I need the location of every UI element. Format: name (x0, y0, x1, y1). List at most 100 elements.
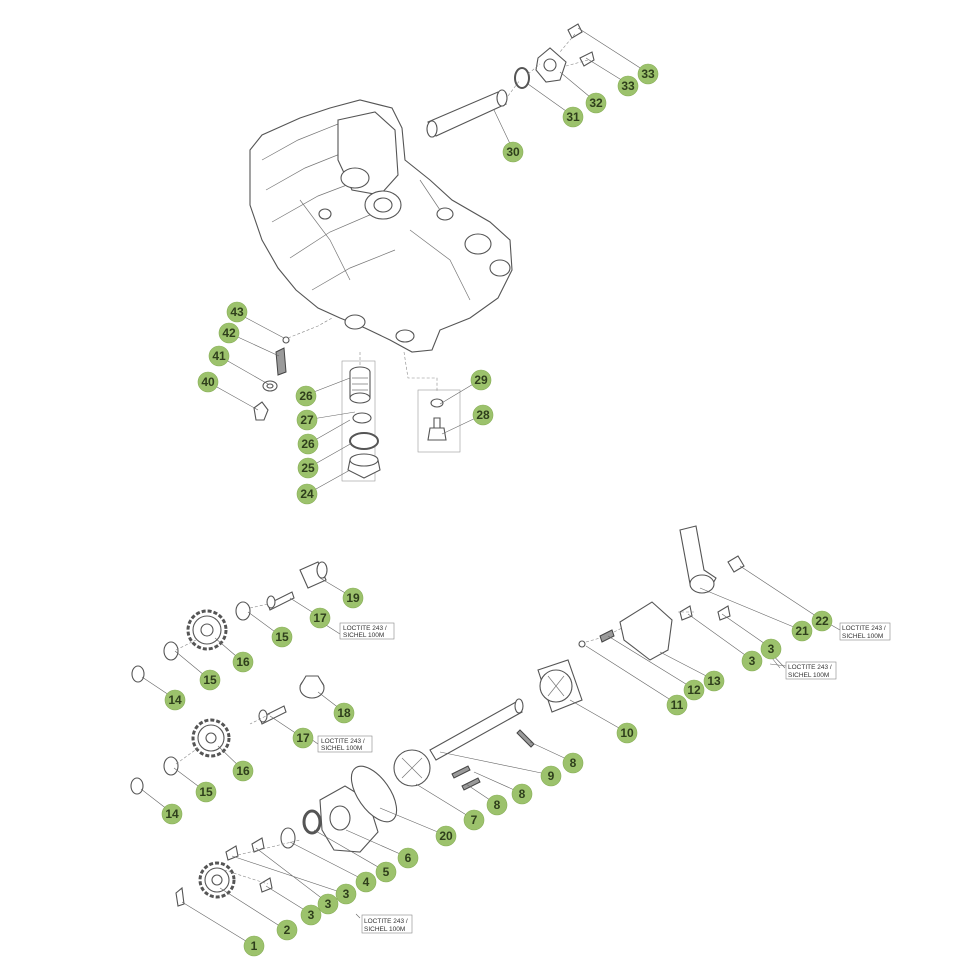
svg-text:40: 40 (201, 375, 215, 389)
svg-text:25: 25 (301, 461, 315, 475)
callout-badge: 42 (218, 322, 240, 344)
callout-badge: 17 (292, 727, 314, 749)
callout-badge: 40 (197, 371, 219, 393)
callout-badge: 2 (276, 919, 298, 941)
pump-cover-group (223, 785, 379, 893)
note-loctite-2: LOCTITE 243 / SICHEL 100M (317, 735, 373, 753)
svg-text:2: 2 (284, 923, 291, 937)
svg-text:7: 7 (471, 813, 478, 827)
callout-badge: 8 (562, 752, 584, 774)
sprocket-upper (186, 609, 228, 651)
drain-fitting (403, 351, 461, 453)
sprocket-middle (191, 718, 231, 758)
note-loctite-5: LOCTITE 243 / SICHEL 100M (839, 622, 891, 641)
svg-text:41: 41 (212, 349, 226, 363)
callout-badge: 26 (295, 385, 317, 407)
note-loctite-3: LOCTITE 243 / SICHEL 100M (361, 914, 413, 934)
callout-badge: 26 (297, 433, 319, 455)
svg-text:LOCTITE 243 /: LOCTITE 243 / (788, 664, 832, 671)
svg-text:24: 24 (300, 487, 314, 501)
svg-text:SICHEL 100M: SICHEL 100M (364, 926, 405, 933)
svg-text:16: 16 (236, 764, 250, 778)
svg-text:42: 42 (222, 326, 236, 340)
svg-text:SICHEL 100M: SICHEL 100M (343, 632, 384, 639)
callout-badge: 43 (226, 301, 248, 323)
callout-badge: 15 (195, 781, 217, 803)
svg-text:32: 32 (589, 96, 603, 110)
callout-badge: 7 (463, 809, 485, 831)
svg-text:3: 3 (749, 654, 756, 668)
svg-text:26: 26 (299, 389, 313, 403)
svg-text:16: 16 (236, 655, 250, 669)
callout-badge: 5 (375, 861, 397, 883)
svg-text:3: 3 (343, 887, 350, 901)
callout-badge: 14 (164, 689, 186, 711)
crankcase-housing (249, 99, 513, 353)
svg-text:12: 12 (687, 683, 701, 697)
callout-badge: 25 (297, 457, 319, 479)
svg-text:14: 14 (168, 693, 182, 707)
filter-stack (341, 352, 381, 482)
callout-badge: 15 (199, 669, 221, 691)
svg-text:27: 27 (300, 413, 314, 427)
svg-text:43: 43 (230, 305, 244, 319)
callout-badge: 12 (683, 679, 705, 701)
callout-badge: 6 (397, 847, 419, 869)
svg-text:1: 1 (251, 939, 258, 953)
svg-text:20: 20 (439, 829, 453, 843)
callout-badge: 22 (811, 610, 833, 632)
callout-badge: 8 (486, 794, 508, 816)
svg-text:LOCTITE 243 /: LOCTITE 243 / (364, 918, 408, 925)
svg-text:13: 13 (707, 674, 721, 688)
svg-text:SICHEL 100M: SICHEL 100M (842, 633, 883, 640)
callout-badge: 31 (562, 106, 584, 128)
svg-text:11: 11 (671, 698, 684, 712)
callout-badge: 32 (585, 92, 607, 114)
callout-badge: 24 (296, 483, 318, 505)
sprocket-lower (198, 861, 236, 899)
svg-text:17: 17 (296, 731, 310, 745)
svg-text:21: 21 (795, 624, 809, 638)
plug-spring-stack (253, 317, 333, 421)
callout-badge: 28 (472, 404, 494, 426)
svg-text:33: 33 (641, 67, 655, 81)
svg-text:22: 22 (815, 614, 829, 628)
bolts-bushings (175, 561, 328, 765)
callout-badge: 10 (616, 722, 638, 744)
callout-badge: 14 (161, 803, 183, 825)
callout-badge: 41 (208, 345, 230, 367)
svg-text:17: 17 (313, 611, 327, 625)
svg-text:3: 3 (308, 908, 315, 922)
callout-badge: 17 (309, 607, 331, 629)
svg-text:6: 6 (405, 851, 412, 865)
callout-badge: 21 (791, 620, 813, 642)
svg-text:SICHEL 100M: SICHEL 100M (788, 672, 829, 679)
svg-text:LOCTITE 243 /: LOCTITE 243 / (321, 738, 365, 745)
svg-text:4: 4 (363, 875, 370, 889)
washers (130, 601, 251, 907)
svg-text:15: 15 (275, 630, 289, 644)
svg-text:8: 8 (494, 798, 501, 812)
svg-text:31: 31 (566, 110, 580, 124)
svg-text:8: 8 (519, 787, 526, 801)
callout-badge: 19 (342, 587, 364, 609)
callout-badge: 3 (760, 638, 782, 660)
callout-badge: 33 (617, 75, 639, 97)
callout-badge: 27 (296, 409, 318, 431)
callout-badge: 3 (317, 893, 339, 915)
callout-badge: 15 (271, 626, 293, 648)
svg-text:29: 29 (474, 373, 488, 387)
callout-badge: 13 (703, 670, 725, 692)
svg-text:18: 18 (337, 706, 351, 720)
svg-text:LOCTITE 243 /: LOCTITE 243 / (842, 625, 886, 632)
callout-badge: 9 (540, 765, 562, 787)
callout-badge: 4 (355, 871, 377, 893)
svg-text:19: 19 (346, 591, 360, 605)
callout-badge: 1 (243, 935, 265, 957)
svg-text:3: 3 (325, 897, 332, 911)
callout-badge: 30 (502, 141, 524, 163)
callout-badge: 16 (232, 760, 254, 782)
upper-shaft-parts (426, 23, 595, 138)
leader-lines (140, 27, 841, 947)
